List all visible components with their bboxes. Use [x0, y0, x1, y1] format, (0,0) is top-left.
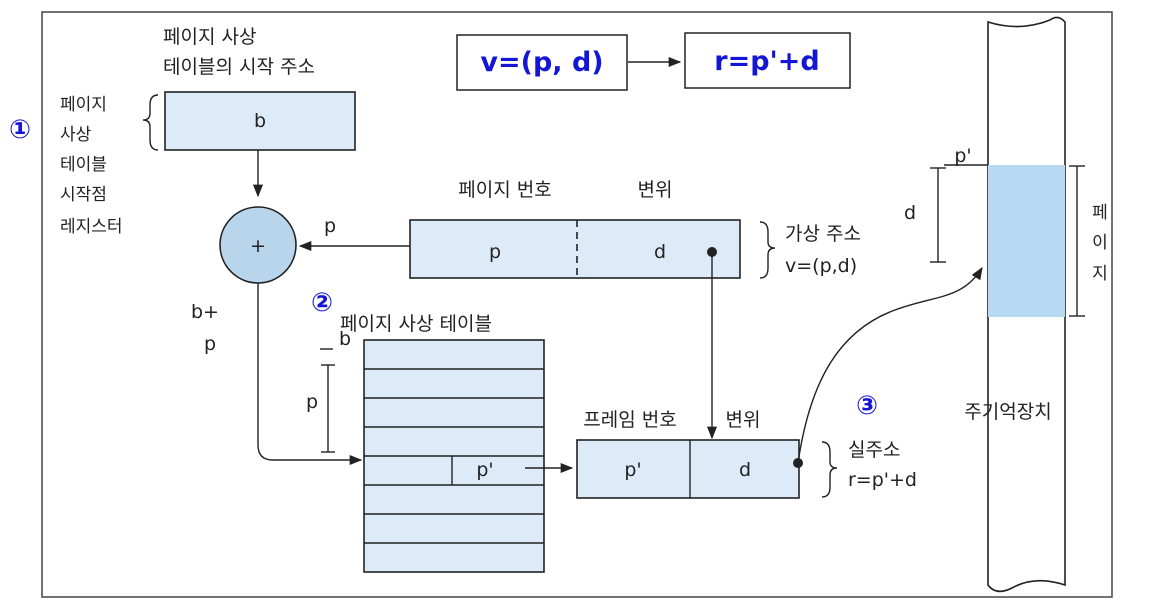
ptbr-side-label-line: 레지스터 [60, 217, 123, 237]
ptbr-caption-line1: 페이지 사상 [163, 26, 256, 48]
real-frame-value: p' [624, 459, 641, 481]
ptbr-register [164, 91, 356, 151]
virtual-address-label-line1: 가상 주소 [785, 223, 861, 245]
memory-offset-label: d [904, 202, 916, 224]
memory-page-label-char: 이 [1092, 233, 1108, 253]
page-table [363, 339, 545, 573]
virtual-address-register [409, 219, 741, 279]
real-address-brace [821, 441, 838, 498]
marker-two: ② [311, 288, 333, 318]
virtual-page-header: 페이지 번호 [458, 179, 551, 201]
marker-one: ① [9, 115, 31, 145]
virtual-formula-box [456, 34, 628, 91]
virtual-offset-value: d [654, 241, 666, 263]
real-offset-header: 변위 [726, 409, 761, 431]
real-address-register [576, 439, 800, 499]
adder-output-label-line1: b+ [191, 301, 219, 323]
virtual-offset-header: 변위 [638, 179, 673, 201]
page-table-base-label: b [339, 328, 351, 350]
memory-page-label-char: 페 [1092, 203, 1108, 223]
diagram-frame [41, 11, 1113, 598]
main-memory-label: 주기억장치 [964, 401, 1051, 423]
virtual-page-value: p [489, 241, 501, 263]
ptbr-side-label-line: 테이블 [60, 155, 107, 175]
real-formula: r=p'+d [714, 46, 819, 77]
ptbr-side-label-line: 사상 [60, 125, 92, 145]
page-table-offset-label: p [306, 391, 318, 413]
ptbr-side-label-line: 시작점 [60, 185, 107, 205]
memory-page-start-label: p' [954, 145, 971, 167]
real-formula-box [684, 32, 851, 89]
adder-symbol: + [250, 235, 266, 257]
real-address-label-line2: r=p'+d [848, 469, 917, 491]
virtual-address-label-line2: v=(p,d) [785, 255, 857, 277]
ptbr-side-label: 페이지 사상 테이블 시작점 레지스터 [60, 95, 123, 237]
ptbr-value: b [254, 110, 266, 132]
virtual-address-brace [759, 221, 776, 279]
real-frame-header: 프레임 번호 [583, 409, 676, 431]
marker-three: ③ [856, 391, 878, 421]
adder-output-label-line2: p [204, 333, 216, 355]
ptbr-brace [142, 94, 159, 151]
real-offset-value: d [739, 459, 751, 481]
page-table-title: 페이지 사상 테이블 [340, 313, 492, 335]
adder-to-table-arrow [257, 283, 363, 466]
virtual-formula: v=(p, d) [480, 47, 603, 78]
memory-page-label-char: 지 [1092, 264, 1108, 284]
memory-page-block [988, 165, 1065, 317]
real-address-label-line1: 실주소 [848, 439, 900, 461]
page-table-entry-value: p' [476, 459, 493, 481]
real-to-memory-arrow [797, 266, 983, 464]
ptbr-side-label-line: 페이지 [60, 95, 107, 115]
main-memory [987, 16, 1066, 593]
ptbr-caption-line2: 테이블의 시작 주소 [163, 56, 315, 78]
adder-input-label: p [324, 215, 336, 237]
